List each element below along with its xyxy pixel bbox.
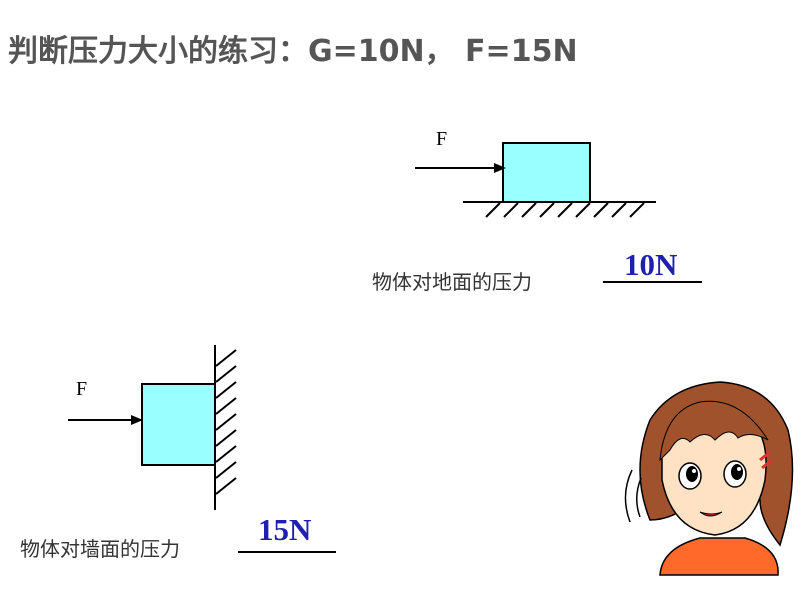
wall-pressure-answer: 15N [258, 512, 312, 547]
force-arrow-1 [415, 163, 506, 173]
block-on-wall [141, 383, 216, 466]
girl-illustration [624, 381, 794, 576]
ground-hatching [485, 202, 645, 218]
girl-shirt [659, 537, 779, 576]
force-arrow-2 [68, 415, 143, 425]
girl-mouth [699, 511, 723, 517]
block-on-ground [502, 142, 591, 203]
ground-pressure-caption: 物体对地面的压力 [372, 270, 532, 294]
force-label-ground: F [436, 128, 448, 150]
ground-diagram [415, 142, 656, 218]
hair-clip-icon [759, 450, 773, 470]
force-label-wall: F [76, 378, 88, 400]
motion-lines [624, 469, 642, 523]
answer-blank-line-2 [238, 551, 336, 553]
wall-diagram [68, 345, 237, 510]
answer-blank-line-1 [603, 281, 702, 283]
wall-pressure-caption: 物体对墙面的压力 [20, 537, 180, 561]
girl-bangs [659, 400, 769, 462]
ground-pressure-answer: 10N [624, 247, 678, 282]
page-title: 判断压力大小的练习：G=10N， F=15N [8, 34, 578, 69]
wall-hatching [215, 349, 237, 495]
